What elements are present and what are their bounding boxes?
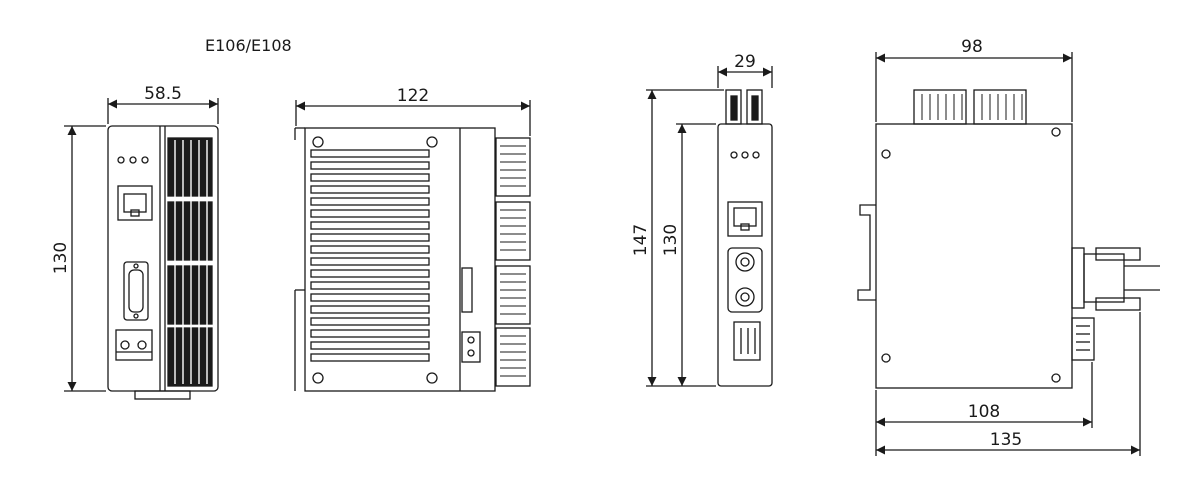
- ethernet-port-icon: [117, 185, 153, 221]
- side-view: [294, 127, 531, 392]
- fiber-port-icon: [727, 247, 763, 313]
- module-screw-icon: [881, 127, 1061, 383]
- module-width-label: 29: [734, 52, 756, 72]
- module-ethernet-port-icon: [727, 201, 763, 237]
- module-terminal-icon: [733, 321, 761, 361]
- module-led-icon: [730, 151, 760, 159]
- body-width-label: 108: [968, 402, 1000, 422]
- module-side-view: [857, 89, 1160, 389]
- module-total-height-label: 147: [631, 224, 651, 256]
- screw-icon: [312, 136, 438, 384]
- status-led-icon: [117, 156, 149, 164]
- drawing-title: E106/E108: [205, 36, 292, 55]
- side-width-label: 122: [397, 86, 429, 106]
- power-terminal-icon: [115, 329, 153, 361]
- module-front-view: [717, 89, 773, 387]
- front-height-label: 130: [51, 242, 71, 274]
- module-height-label: 130: [661, 224, 681, 256]
- top-width-label: 98: [961, 37, 983, 57]
- module-db9-connector-icon: [1071, 247, 1160, 311]
- ventilation-slots: [310, 149, 430, 362]
- front-view: [107, 125, 219, 400]
- total-width-label: 135: [990, 430, 1022, 450]
- io-terminal-block-icon: [167, 137, 213, 387]
- serial-port-icon: [123, 261, 149, 321]
- front-width-label: 58.5: [144, 84, 182, 104]
- side-terminal-block-icon: [495, 137, 531, 387]
